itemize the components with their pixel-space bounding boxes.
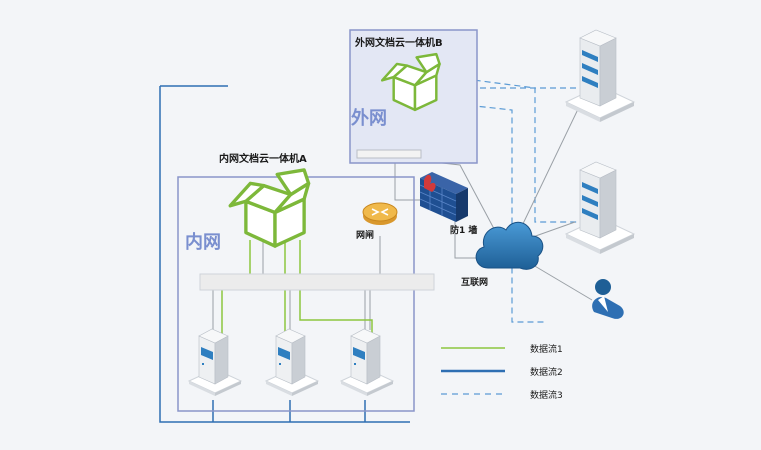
internal-box-label: 内网文档云一体机A (219, 152, 307, 165)
external-box-label: 外网文档云一体机B (354, 36, 443, 49)
remote-user-icon (592, 279, 624, 319)
external-server-2-icon (565, 161, 635, 255)
internal-server-2-icon (265, 328, 319, 397)
internal-server-1-icon (188, 328, 242, 397)
internal-switch (199, 273, 435, 291)
external-switch (356, 149, 422, 159)
external-zone-label: 外网 (351, 107, 387, 129)
legend-label-3: 数据流3 (530, 389, 563, 401)
internal-zone-label: 内网 (185, 231, 221, 253)
firewall-icon (419, 172, 468, 222)
doc-cloud-box-a-icon (228, 168, 311, 248)
gateway-label: 网闸 (356, 229, 374, 241)
external-server-1-icon (565, 29, 635, 123)
internet-label: 互联网 (461, 276, 488, 288)
firewall-label: 防1 墙 (450, 224, 477, 236)
gateway-icon (362, 202, 398, 225)
legend-label-2: 数据流2 (530, 366, 563, 378)
legend-label-1: 数据流1 (530, 343, 563, 355)
internal-server-3-icon (340, 328, 394, 397)
internet-cloud-icon (475, 221, 544, 270)
legend: 数据流1 数据流2 数据流3 (441, 343, 563, 401)
